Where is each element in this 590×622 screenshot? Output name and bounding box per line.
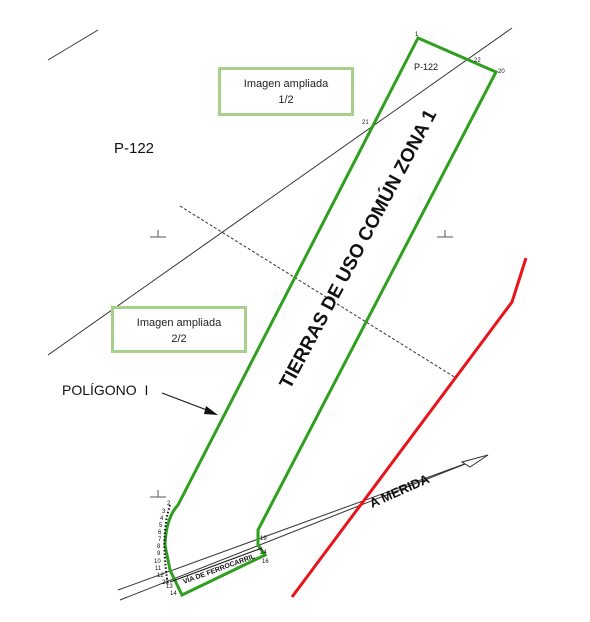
reference-line-diagonal	[47, 27, 513, 356]
vertex-label: 3	[162, 509, 166, 515]
highway-red-line	[290, 257, 528, 598]
vertex-label: 11	[155, 566, 162, 572]
vertex-label: 4	[160, 516, 164, 522]
zoom-box-2-title: Imagen ampliada	[136, 317, 222, 329]
dashed-line	[179, 205, 457, 379]
vertex-dotted-arc	[163, 504, 171, 586]
road-line-lower	[119, 454, 489, 601]
vertex-label: 6	[158, 530, 162, 536]
vertex-label: 16	[262, 559, 269, 565]
vertex-label: 23	[162, 580, 169, 586]
zoom-box-2: Imagen ampliada 2/2	[111, 306, 247, 353]
survey-marks	[150, 230, 453, 498]
parcel-label-left: P-122	[114, 140, 155, 157]
zoom-box-1-page: 1/2	[278, 94, 294, 106]
vertex-label: 7	[158, 537, 162, 543]
zoom-box-2-page: 2/2	[171, 333, 187, 345]
road-line-upper	[117, 461, 471, 591]
parcel-label-small: P-122	[414, 62, 438, 72]
parcel-boundary	[163, 36, 499, 598]
railway-label: VÍA DE FERROCARRIL	[182, 551, 257, 586]
polygon-pointer-line	[161, 392, 213, 413]
vertex-label: 1	[415, 32, 419, 38]
road-label: A MERIDA	[367, 471, 432, 511]
vertex-label: 19	[260, 536, 267, 542]
vertex-label: 20	[498, 69, 505, 75]
vertex-label: 13	[166, 584, 173, 590]
vertex-label: 8	[157, 544, 161, 550]
polygon-pointer-head	[204, 406, 218, 415]
polygon-label: POLÍGONO I	[62, 382, 149, 398]
vertex-labels: 1 22 20 21 2 3 4 5 6 7 8 9 10 11 12 23 1…	[154, 32, 505, 597]
railway-segment	[169, 547, 263, 583]
zoom-box-1-title: Imagen ampliada	[243, 78, 329, 90]
vertex-label: 10	[154, 559, 161, 565]
vertex-label: 2	[167, 501, 171, 507]
vertex-label: 5	[159, 523, 163, 529]
zoom-box-1: Imagen ampliada 1/2	[218, 67, 354, 116]
reference-line-top	[47, 29, 99, 61]
vertex-label: 12	[157, 573, 164, 579]
vertex-label: 22	[474, 58, 481, 64]
vertex-label: 9	[157, 551, 161, 557]
zone-label: TIERRAS DE USO COMÚN ZONA 1	[275, 105, 441, 392]
vertex-label: 24	[260, 550, 267, 556]
direction-arrow	[460, 454, 489, 468]
vertex-label: 21	[362, 120, 369, 126]
vertex-label: 14	[170, 591, 177, 597]
